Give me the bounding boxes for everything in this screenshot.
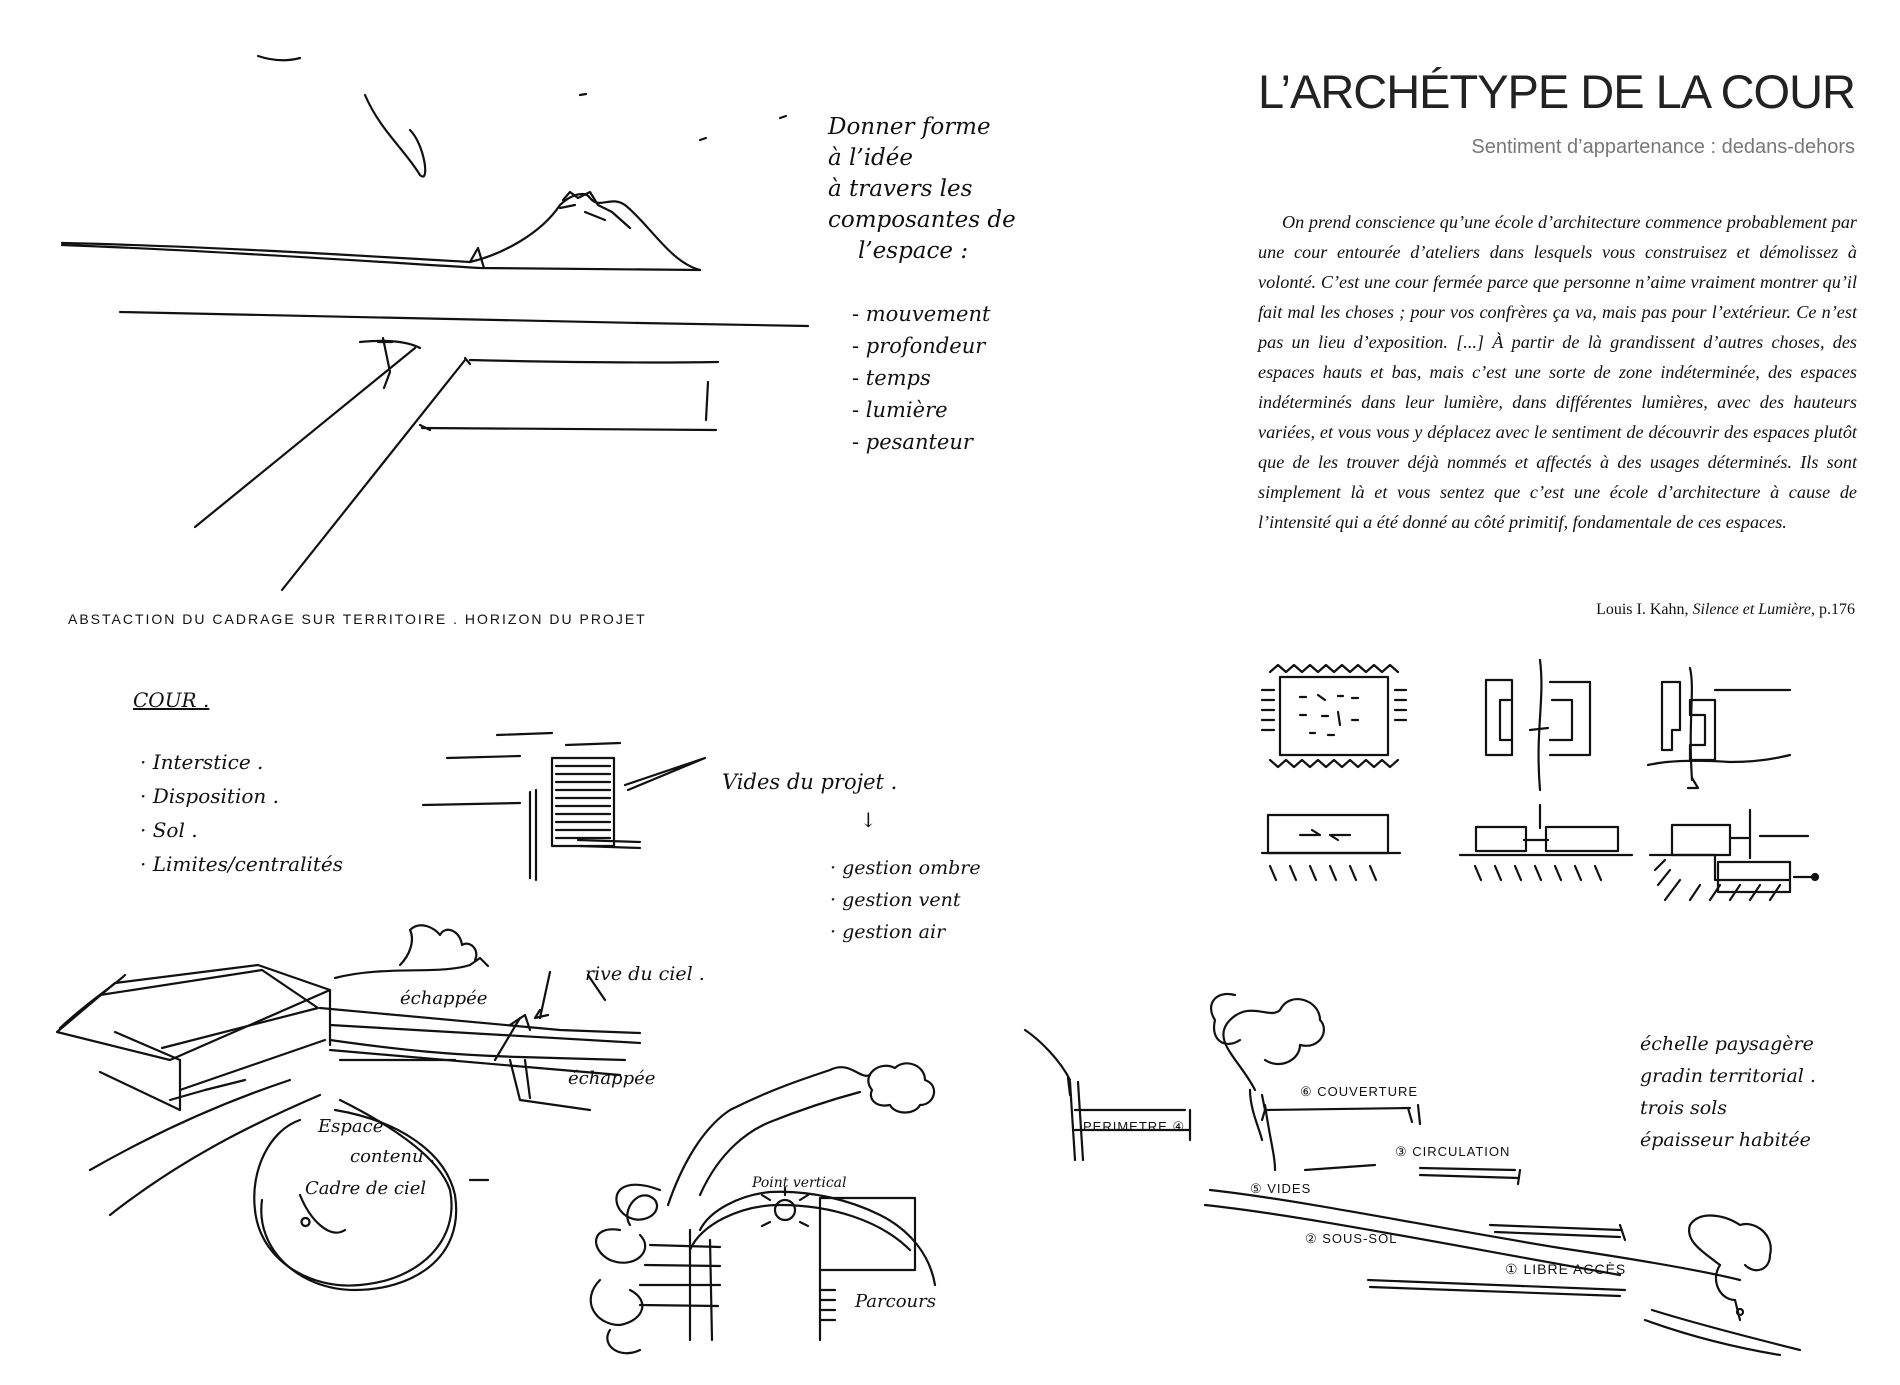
echappee-label-1: échappée <box>400 988 488 1009</box>
rive-label: rive du ciel . <box>585 963 705 985</box>
echelle-line: échelle paysagère <box>1640 1033 1814 1055</box>
cadre-label: Cadre de ciel <box>305 1178 427 1199</box>
idea-line: Donner forme <box>828 114 991 140</box>
echelle-line: trois sols <box>1640 1097 1728 1119</box>
echelle-line: épaisseur habitée <box>1640 1129 1811 1151</box>
horizon-sketch <box>60 54 810 592</box>
cour-title: COUR . <box>133 688 210 712</box>
gestion-item: · gestion air <box>830 921 946 943</box>
component-item: - temps <box>852 366 931 390</box>
libre-acces-label: ① LIBRE ACCÈS <box>1505 1261 1627 1277</box>
component-item: - mouvement <box>852 302 991 326</box>
component-item: - lumière <box>852 398 948 422</box>
horizon-caption: ABSTACTION DU CADRAGE SUR TERRITOIRE . H… <box>68 611 647 627</box>
cour-item: · Limites/centralités <box>140 852 343 876</box>
component-item: - pesanteur <box>852 430 973 454</box>
vides-label: ⑤ VIDES <box>1250 1181 1312 1196</box>
echelle-note: échelle paysagère gradin territorial . t… <box>1640 1028 1816 1156</box>
citation-author: Louis I. Kahn, <box>1596 601 1693 618</box>
components-list: - mouvement - profondeur - temps - lumiè… <box>852 298 990 458</box>
cour-item: · Disposition . <box>140 784 279 808</box>
citation-page: , p.176 <box>1811 601 1855 618</box>
page-title: L’ARCHÉTYPE DE LA COUR <box>1257 65 1856 118</box>
cour-item: · Sol . <box>140 818 198 842</box>
sous-sol-label: ② SOUS-SOL <box>1305 1231 1398 1246</box>
vides-arrow: ↓ <box>860 808 877 832</box>
plan-diagrams <box>1260 658 1792 792</box>
idea-line: à l’idée <box>828 145 913 171</box>
component-item: - profondeur <box>852 334 986 358</box>
cour-list: · Interstice . · Disposition . · Sol . ·… <box>140 745 343 881</box>
parcours-label: Parcours <box>855 1291 936 1312</box>
echelle-line: gradin territorial . <box>1640 1065 1816 1087</box>
parcours-sketch <box>589 1062 937 1355</box>
echappee-label-2: échappée <box>568 1068 656 1089</box>
vides-title: Vides du projet . <box>722 770 898 794</box>
layers-section <box>1023 992 1802 1357</box>
gestion-list: · gestion ombre · gestion vent · gestion… <box>830 852 981 948</box>
cour-item: · Interstice . <box>140 750 264 774</box>
page-subtitle: Sentiment d’appartenance : dedans-dehors <box>1471 136 1855 158</box>
cour-sketch <box>421 731 707 882</box>
idea-line: à travers les <box>828 176 973 202</box>
couverture-label: ⑥ COUVERTURE <box>1300 1084 1419 1099</box>
circulation-label: ③ CIRCULATION <box>1395 1144 1511 1159</box>
espace-label: Espace <box>318 1116 384 1137</box>
idea-line: composantes de <box>828 207 1016 233</box>
citation-book: Silence et Lumière <box>1692 601 1811 618</box>
idea-note: Donner forme à l’idée à travers les comp… <box>828 112 1016 267</box>
gestion-item: · gestion ombre <box>830 857 981 879</box>
point-vertical-label: Point vertical <box>752 1175 847 1191</box>
idea-line: l’espace : <box>858 238 969 264</box>
section-diagrams <box>1260 803 1820 902</box>
contenu-label: contenu . <box>350 1146 436 1167</box>
kahn-quote: On prend conscience qu’une école d’archi… <box>1258 212 1857 532</box>
gestion-item: · gestion vent <box>830 889 961 911</box>
axonometric-sketch <box>55 924 642 1292</box>
perimetre-label: PERIMETRE ④ <box>1083 1119 1186 1134</box>
quote-citation: Louis I. Kahn, Silence et Lumière, p.176 <box>1596 601 1855 619</box>
